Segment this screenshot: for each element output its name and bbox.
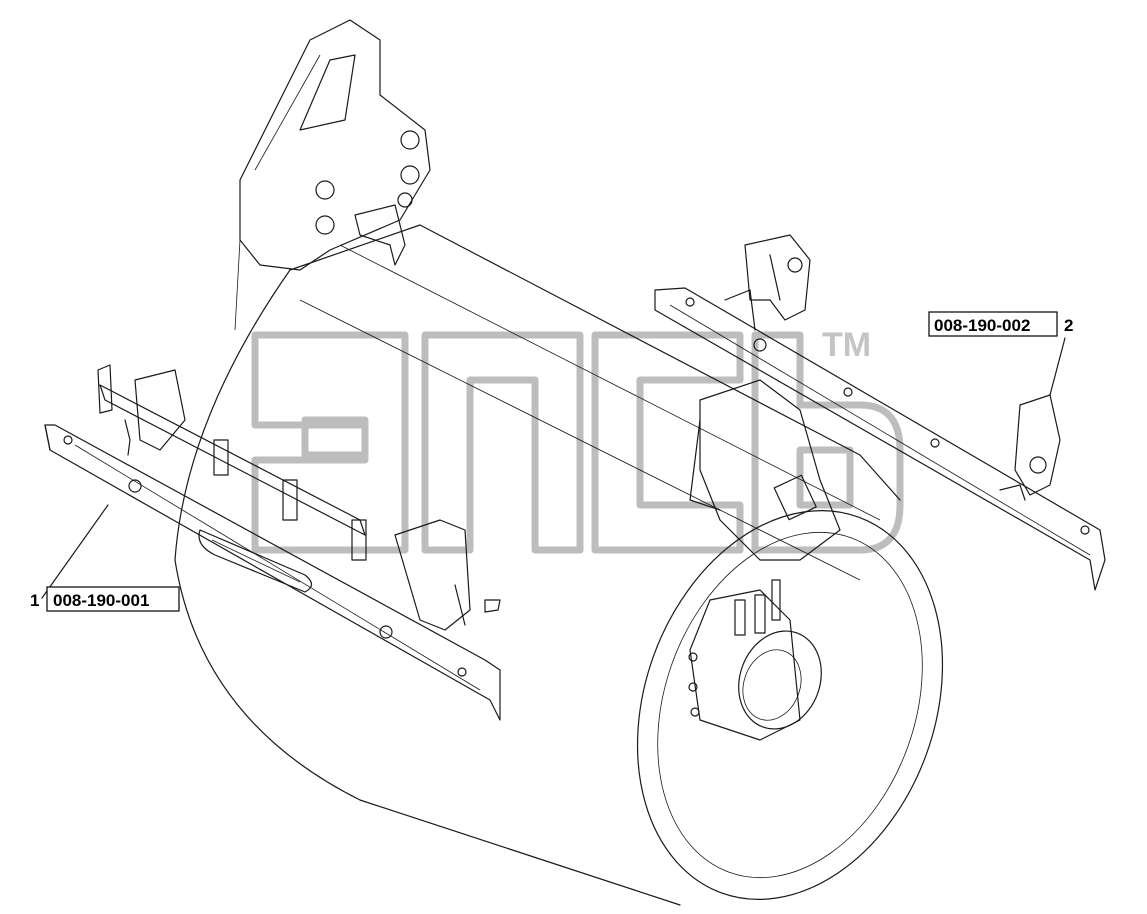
callout-1: 1 008-190-001 — [30, 586, 180, 612]
part-code-box-1 — [46, 586, 180, 612]
callout-2: 008-190-002 2 — [928, 311, 1073, 337]
frame-bracket — [234, 19, 431, 331]
trademark-symbol: TM — [822, 326, 871, 364]
drive-motor — [688, 379, 841, 741]
part-code-2[interactable]: 008-190-002 — [934, 316, 1030, 335]
watermark-logo: TM — [251, 326, 904, 554]
part-code-box-2 — [928, 311, 1058, 337]
callout-number-2: 2 — [1064, 316, 1073, 335]
roller-drum — [174, 224, 944, 906]
part-code-1[interactable]: 008-190-001 — [53, 591, 149, 610]
scraper-assembly-2 — [654, 234, 1106, 591]
callout-number-1: 1 — [30, 591, 39, 610]
scraper-assembly-1 — [41, 364, 501, 721]
